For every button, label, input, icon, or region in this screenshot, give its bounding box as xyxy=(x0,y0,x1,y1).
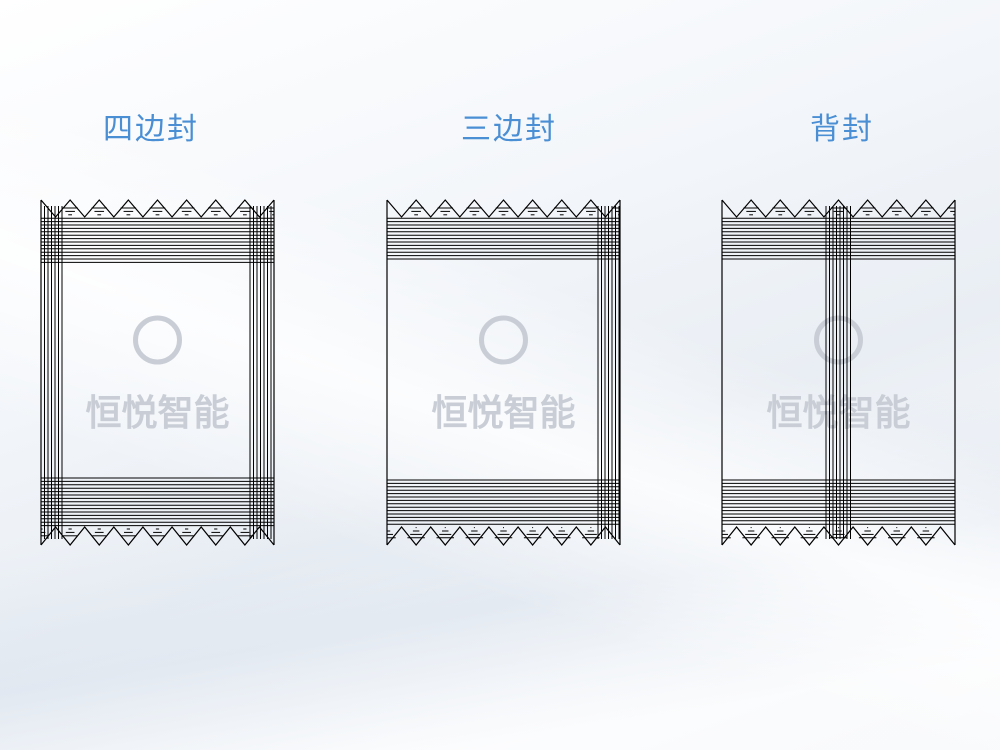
title-four-side-seal: 四边封 xyxy=(103,112,199,147)
watermark-text: 恒悦智能 xyxy=(85,393,229,434)
title-back-seal: 背封 xyxy=(810,112,874,147)
title-three-side-seal: 三边封 xyxy=(461,112,557,147)
top-zigzag-edge xyxy=(40,199,275,218)
watermark-logo xyxy=(814,315,863,365)
bottom-zigzag-edge xyxy=(386,526,621,546)
bag-back-seal: 恒悦智能 xyxy=(721,199,956,546)
watermark-text: 恒悦智能 xyxy=(431,393,575,434)
bag-three-side-seal: 恒悦智能 xyxy=(386,199,621,546)
watermark-logo xyxy=(133,315,182,365)
top-zigzag-edge xyxy=(386,199,621,218)
watermark-logo xyxy=(479,315,528,365)
bottom-zigzag-edge xyxy=(721,526,956,546)
bottom-zigzag-edge xyxy=(40,526,275,546)
top-zigzag-edge xyxy=(721,199,956,218)
bag-four-side-seal: 恒悦智能 xyxy=(40,199,275,546)
watermark-text: 恒悦智能 xyxy=(766,393,910,434)
